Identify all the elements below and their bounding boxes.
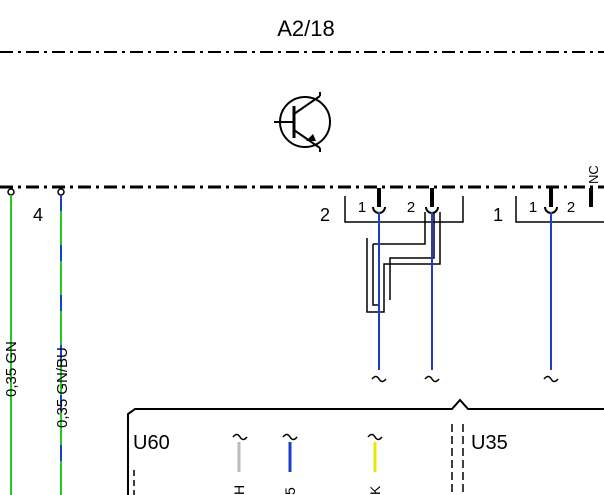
wire-yellow-label: K bbox=[367, 485, 383, 495]
wire-gn bbox=[7, 188, 15, 495]
wire-gray-label: H bbox=[231, 485, 247, 495]
component-title: A2/18 bbox=[277, 16, 335, 41]
break-symbol bbox=[424, 375, 440, 383]
twisted-pair-shield bbox=[366, 212, 441, 313]
break-symbol bbox=[367, 433, 383, 441]
wire-gn-bu bbox=[57, 188, 65, 495]
harness-bracket bbox=[127, 398, 604, 495]
wire-blue-u60-label: 5 bbox=[282, 487, 298, 495]
connector-2-pin-2: 2 bbox=[407, 199, 415, 216]
connector-1-number: 1 bbox=[493, 205, 503, 225]
break-symbol bbox=[371, 375, 387, 383]
wire-gn-bu-label: 0,35 GN/BU bbox=[54, 347, 71, 428]
break-symbol bbox=[282, 433, 298, 441]
connector-2-number: 2 bbox=[320, 205, 330, 225]
break-symbol bbox=[543, 375, 559, 383]
pin-4-label: 4 bbox=[33, 205, 43, 225]
group-u60-label: U60 bbox=[133, 432, 170, 454]
transistor-icon bbox=[274, 92, 331, 152]
connector-1-pin-2: 2 bbox=[567, 199, 575, 216]
connector-1-pin-1: 1 bbox=[529, 199, 537, 216]
connector-2-pin-1: 1 bbox=[358, 199, 366, 216]
break-symbol bbox=[232, 433, 248, 441]
wire-gn-label: 0,35 GN bbox=[3, 341, 20, 397]
group-u35-label: U35 bbox=[471, 432, 508, 454]
nc-label: NC bbox=[586, 165, 601, 184]
